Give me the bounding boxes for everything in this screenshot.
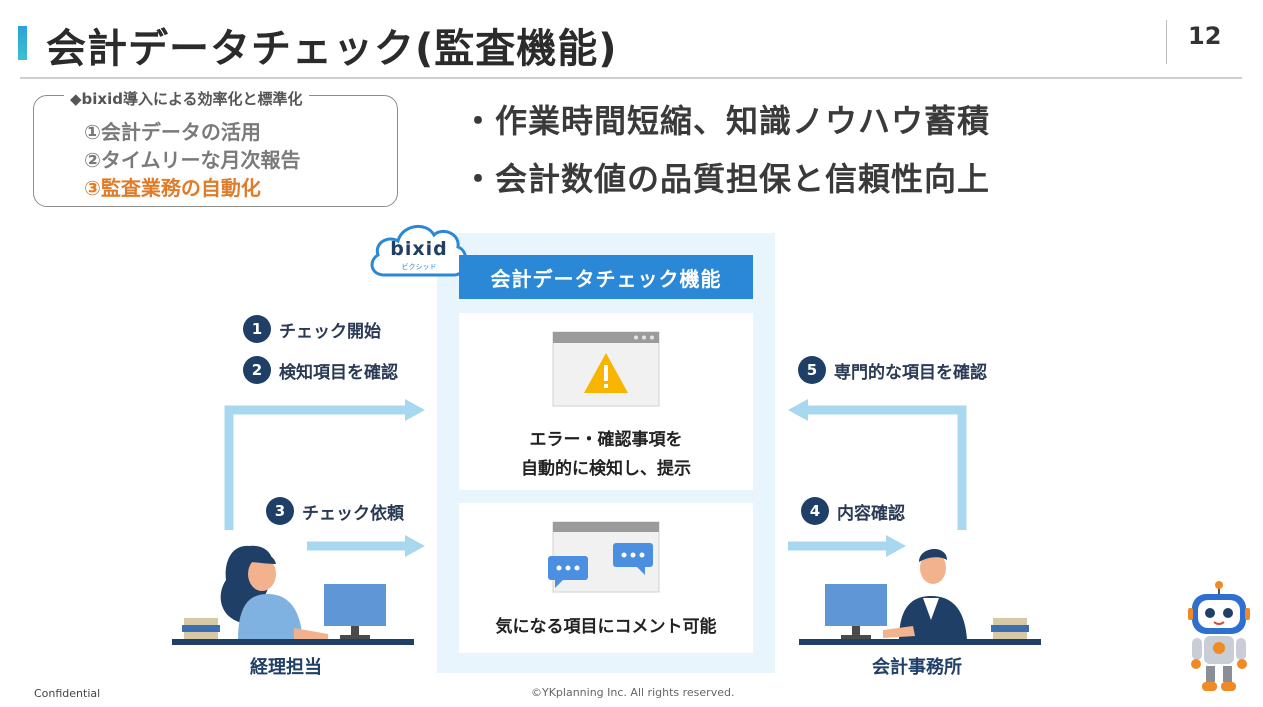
step-3: 3 チェック依頼 [266,497,404,525]
arrow-right-upper [808,405,967,530]
page-title: 会計データチェック(監査機能) [46,26,618,72]
step-4: 4 内容確認 [801,497,905,525]
step-label: 検知項目を確認 [279,362,398,383]
arrow-left-lower-head [405,535,425,557]
bixid-logo-text: bixid [390,238,448,260]
step-2: 2 検知項目を確認 [243,356,398,384]
copyright-text: ©YKplanning Inc. All rights reserved. [531,686,735,699]
bixid-logo-subtext: ビクシッド [401,263,437,271]
step-number-badge: 1 [243,315,271,343]
bullet-point: ・作業時間短縮、知識ノウハウ蓄積 [462,102,991,140]
step-number-badge: 2 [243,356,271,384]
step-number-badge: 3 [266,497,294,525]
robot-mascot-icon [1188,581,1250,691]
card1-line: 自動的に検知し、提示 [521,459,691,479]
header-rule [20,77,1242,79]
step-number-badge: 4 [801,497,829,525]
bullet-point: ・会計数値の品質担保と信頼性向上 [462,160,991,198]
step-label: 専門的な項目を確認 [834,362,987,383]
accounting-firm-label: 会計事務所 [872,657,962,678]
bixid-cloud-logo [370,225,468,277]
overview-item: ②タイムリーな月次報告 [84,148,301,172]
step-5: 5 専門的な項目を確認 [798,356,987,384]
comment-card: 気になる項目にコメント可能 [459,503,753,653]
header-divider [1166,20,1167,64]
page-number: 12 [1188,22,1222,50]
accountant-illustration [172,545,414,645]
warning-window-icon [552,331,660,407]
error-detection-card: エラー・確認事項を 自動的に検知し、提示 [459,313,753,490]
accounting-firm-illustration [799,548,1041,645]
confidential-label: Confidential [34,687,101,700]
arrow-right-upper-head [788,399,808,421]
card1-line: エラー・確認事項を [529,430,683,450]
step-label: 内容確認 [837,503,905,524]
step-1: 1 チェック開始 [243,315,381,343]
overview-box-title: ◆bixid導入による効率化と標準化 [64,88,309,109]
overview-item: ①会計データの活用 [84,120,261,144]
accountant-label: 経理担当 [250,657,322,678]
title-accent-bar [18,26,27,60]
arrow-left-upper-head [405,399,425,421]
card2-text: 気になる項目にコメント可能 [495,617,717,637]
step-label: チェック依頼 [302,503,404,524]
step-number-badge: 5 [798,356,826,384]
arrow-right-lower-head [886,535,906,557]
overview-item-highlighted: ③監査業務の自動化 [84,176,261,200]
arrow-left-upper [224,405,405,530]
feature-title: 会計データチェック機能 [459,255,753,299]
step-label: チェック開始 [279,321,381,342]
comment-window-icon [548,521,660,593]
